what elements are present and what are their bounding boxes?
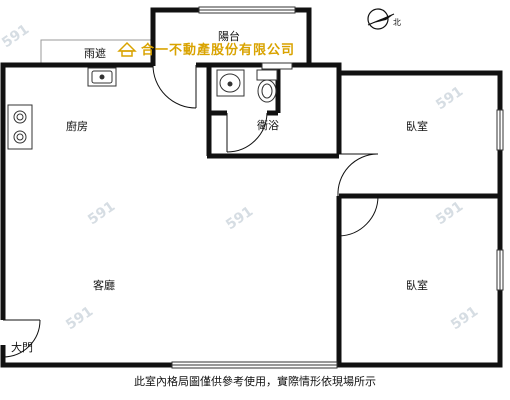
doors	[2, 64, 379, 358]
company-name: 合一不動產股份有限公司	[141, 42, 295, 58]
watermark: 591	[223, 203, 256, 233]
disclaimer-text: 此室內格局圖僅供參考使用，實際情形依現場所示	[134, 375, 376, 388]
room-label-canopy: 雨遮	[84, 46, 106, 60]
north-label: 北	[393, 18, 401, 27]
watermark: 591	[433, 83, 466, 113]
windows	[171, 6, 504, 369]
watermark: 591	[433, 198, 466, 228]
room-label-kitchen: 廚房	[66, 119, 88, 133]
watermark: 591	[85, 198, 118, 228]
sink-icon	[87, 67, 117, 87]
north-arrow-icon: 北	[367, 8, 401, 30]
room-label-balcony: 陽台	[218, 29, 240, 43]
company-logo	[117, 41, 137, 57]
watermark: 591	[0, 21, 32, 51]
room-label-bedroom-bottom: 臥室	[406, 278, 428, 292]
watermark: 591	[63, 303, 96, 333]
room-label-living: 客廳	[93, 278, 115, 292]
watermark: 591	[448, 303, 481, 333]
room-label-bathroom: 衛浴	[257, 119, 279, 132]
washbasin-icon	[216, 69, 245, 97]
toilet-icon	[256, 69, 278, 103]
room-label-bedroom-top: 臥室	[406, 119, 428, 133]
stove-icon	[7, 104, 33, 150]
room-label-main-door: 大門	[11, 340, 33, 354]
